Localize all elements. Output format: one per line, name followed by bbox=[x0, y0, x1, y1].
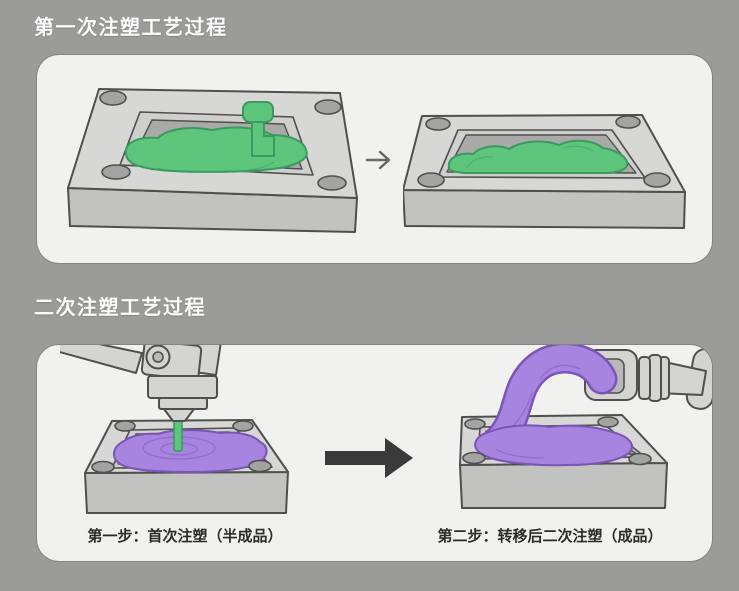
section1-panel bbox=[37, 55, 712, 263]
sprue bbox=[242, 101, 275, 157]
section2-title: 二次注塑工艺过程 bbox=[34, 297, 206, 319]
nozzle-tip bbox=[163, 408, 195, 422]
purple-first-shot-part bbox=[113, 429, 268, 473]
injection-nozzle-over-mold-illustration bbox=[60, 345, 289, 514]
step-arrow-icon bbox=[325, 438, 413, 478]
robot-arm-pouring-into-mold-illustration bbox=[459, 345, 712, 509]
section2-panel: 第一步：首次注塑（半成品） 第二步：转移后二次注塑（成品） bbox=[37, 345, 712, 561]
step1-caption: 第一步：首次注塑（半成品） bbox=[87, 528, 283, 545]
mold-with-green-part-and-sprue-illustration bbox=[67, 88, 358, 233]
green-first-shot-part bbox=[124, 101, 308, 173]
section1-title: 第一次注塑工艺过程 bbox=[34, 17, 228, 39]
injection-unit bbox=[60, 345, 222, 422]
step2-caption: 第二步：转移后二次注塑（成品） bbox=[437, 528, 663, 545]
purple-molded-mound bbox=[474, 424, 633, 467]
bolt-holes bbox=[417, 115, 671, 188]
bolt-holes bbox=[91, 420, 272, 474]
purple-pour-stream bbox=[482, 345, 618, 457]
green-molded-part bbox=[447, 139, 629, 174]
transfer-arrow-icon bbox=[365, 150, 391, 170]
green-injection-stream bbox=[173, 418, 183, 452]
bolt-holes bbox=[462, 416, 652, 466]
bolt-holes bbox=[99, 90, 347, 191]
mold-with-molded-green-part-illustration bbox=[403, 114, 686, 229]
